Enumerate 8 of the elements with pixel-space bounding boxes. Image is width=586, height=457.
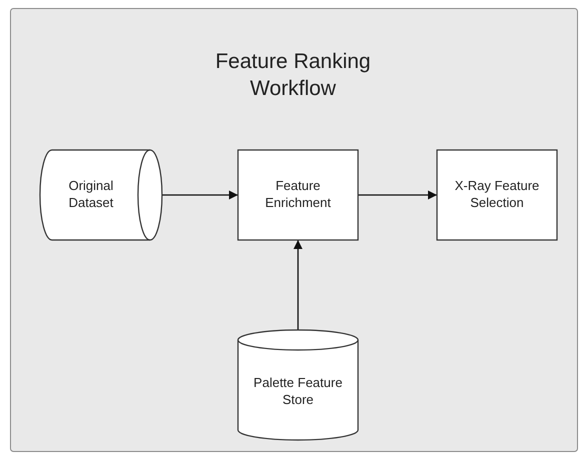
node-label: X-Ray Feature Selection — [454, 178, 540, 212]
arrow — [358, 190, 437, 200]
arrow — [162, 190, 238, 200]
node-label: Original Dataset — [68, 178, 114, 212]
node-label: Feature Enrichment — [264, 178, 332, 212]
node-label: Palette Feature Store — [252, 375, 344, 409]
arrow — [294, 240, 302, 330]
diagram-title: Feature Ranking Workflow — [214, 49, 372, 102]
